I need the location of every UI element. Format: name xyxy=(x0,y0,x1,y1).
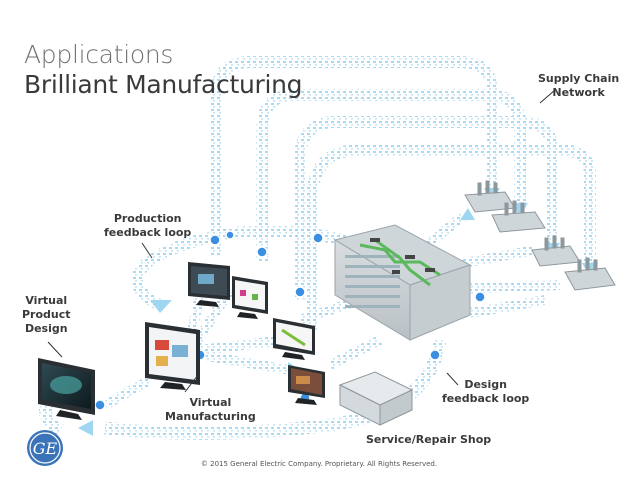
monitor-top-right xyxy=(232,276,268,319)
arc-3 xyxy=(294,116,558,300)
service-repair-shop-building xyxy=(338,371,414,426)
monitor-bottom-right xyxy=(288,365,325,405)
arc-2 xyxy=(256,89,526,262)
arc-4 xyxy=(306,144,596,330)
monitor-top-left xyxy=(188,262,230,307)
supply-chain-label: Supply Chain Network xyxy=(538,72,619,100)
monitor-virtual-manufacturing-main xyxy=(145,322,200,390)
design-feedback-label: Design feedback loop xyxy=(442,378,529,406)
virtual-product-label-line2: Product xyxy=(22,308,71,321)
page-title-line1: Applications xyxy=(24,40,174,69)
plant-3 xyxy=(531,235,581,267)
supply-chain-facilities xyxy=(464,180,616,291)
virtual-product-label-line3: Design xyxy=(24,322,68,335)
production-feedback-label: Production feedback loop xyxy=(104,212,191,240)
supply-chain-label-line2: Network xyxy=(552,86,605,99)
plant-1 xyxy=(464,180,516,213)
monitor-virtual-product-design xyxy=(38,358,95,420)
supply-chain-label-line1: Supply Chain xyxy=(538,72,620,85)
ge-logo: GE xyxy=(27,430,63,466)
supply-chain-arrows xyxy=(209,56,596,330)
virtual-manufacturing-label: Virtual Manufacturing xyxy=(165,396,256,424)
production-label-line1: Production xyxy=(113,212,182,225)
copyright-notice: © 2015 General Electric Company. Proprie… xyxy=(200,460,438,468)
virtual-mfg-label-line2: Manufacturing xyxy=(165,410,256,423)
design-label-line1: Design xyxy=(464,378,507,391)
service-repair-shop-label: Service/Repair Shop xyxy=(366,433,492,446)
virtual-mfg-label-line1: Virtual xyxy=(189,396,232,409)
production-feedback-loop-arrow xyxy=(131,225,347,311)
monitor-mid-right xyxy=(273,318,315,360)
design-label-line2: feedback loop xyxy=(442,392,530,405)
arc-1 xyxy=(209,56,498,255)
plant-4 xyxy=(564,257,616,291)
page-title-line2: Brilliant Manufacturing xyxy=(24,70,303,99)
label-leader-lines xyxy=(47,89,556,393)
production-label-line2: feedback loop xyxy=(104,226,192,239)
ge-logo-text: GE xyxy=(33,439,58,458)
virtual-product-label-line1: Virtual xyxy=(25,294,68,307)
plant-2 xyxy=(491,200,546,233)
factory-building xyxy=(333,224,472,341)
virtual-product-design-label: Virtual Product Design xyxy=(22,294,71,336)
